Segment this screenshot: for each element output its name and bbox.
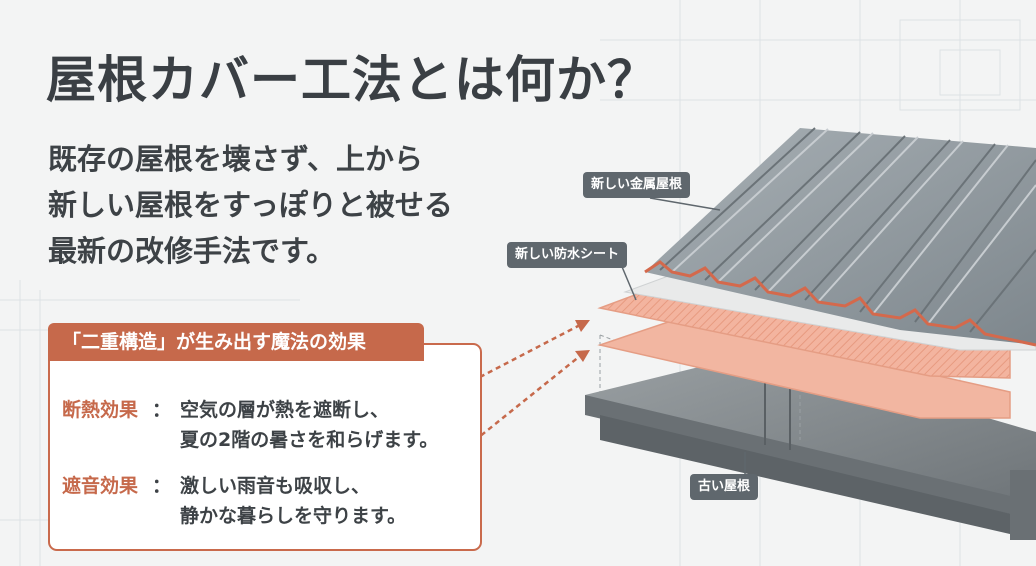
lead-line-2: 新しい屋根をすっぽりと被せる — [48, 188, 453, 222]
effect-desc-line-2: 夏の2階の暑さを和らげます。 — [180, 429, 439, 451]
effect-label: 断熱効果 — [62, 399, 139, 421]
effect-label: 遮音効果 — [62, 475, 139, 497]
effect-colon: ： — [152, 475, 172, 497]
effect-desc-line-2: 静かな暮らしを守ります。 — [180, 505, 407, 527]
page-title: 屋根カバー工法とは何か？ — [46, 51, 658, 109]
metal-roof-layer — [644, 127, 1036, 347]
lead-line-3: 最新の改修手法です。 — [48, 234, 336, 268]
old-roof-layer — [585, 352, 1036, 540]
lead-text: 既存の屋根を壊さず、上から 新しい屋根をすっぽりと被せる 最新の改修手法です。 — [48, 136, 453, 274]
label-old-roof: 古い屋根 — [690, 474, 759, 500]
effect-colon: ： — [152, 399, 172, 421]
label-new-waterproof-sheet: 新しい防水シート — [507, 242, 628, 268]
arrow-soundproof — [417, 350, 590, 487]
label-new-metal-roof: 新しい金属屋根 — [583, 172, 691, 198]
effect-desc-line-1: 空気の層が熱を遮断し、 — [180, 399, 390, 421]
lead-line-1: 既存の屋根を壊さず、上から — [48, 142, 423, 176]
effects-box-header: 「二重構造」が生み出す魔法の効果 — [48, 323, 424, 361]
effects-box: 「二重構造」が生み出す魔法の効果 断熱効果 ： 空気の層が熱を遮断し、 夏の2階… — [48, 323, 482, 551]
effect-desc-line-1: 激しい雨音も吸収し、 — [180, 475, 371, 497]
